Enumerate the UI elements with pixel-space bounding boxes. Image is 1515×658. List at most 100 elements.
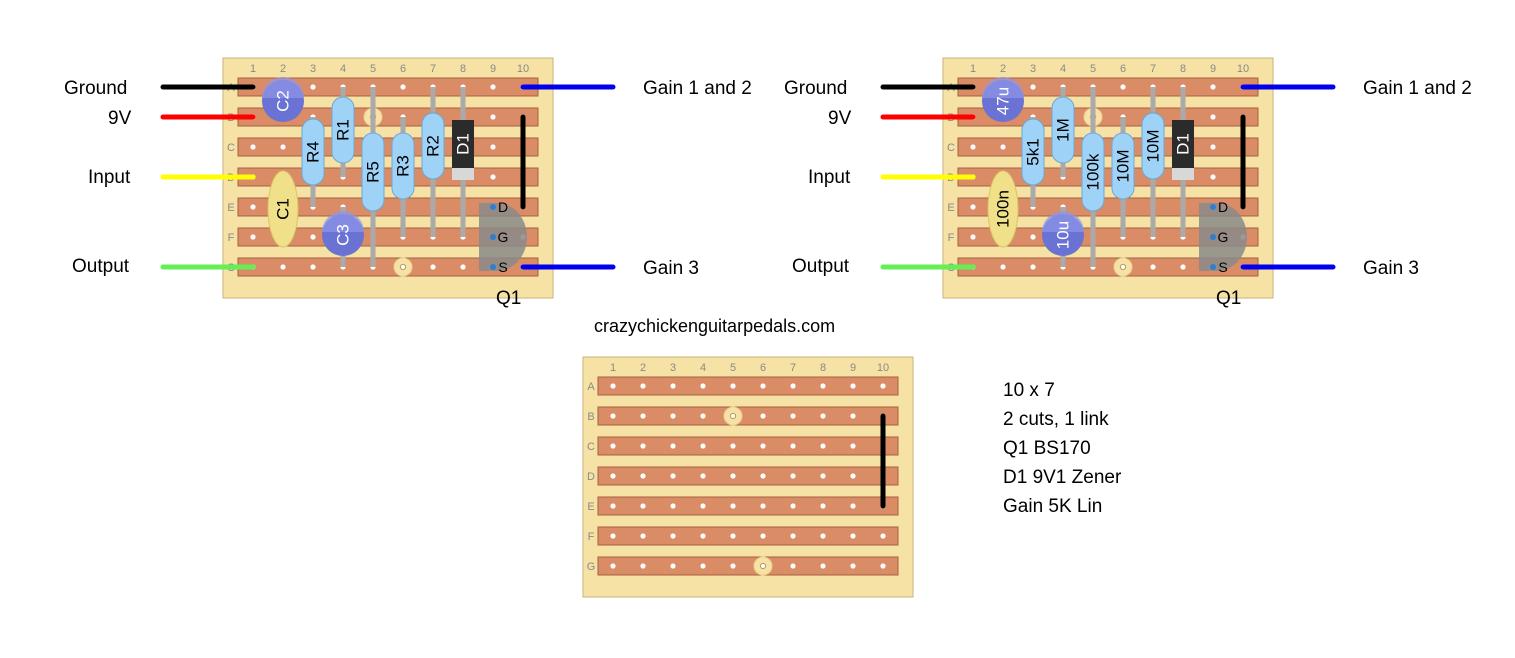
hole bbox=[1000, 264, 1006, 270]
column-number: 8 bbox=[820, 362, 826, 374]
transistor-q1 bbox=[1199, 203, 1247, 271]
resistor-r3 bbox=[1111, 132, 1135, 200]
hole bbox=[610, 383, 616, 389]
hole bbox=[760, 473, 766, 479]
hole bbox=[790, 473, 796, 479]
resistor-label: 10M bbox=[1114, 149, 1133, 182]
column-number: 4 bbox=[340, 63, 346, 75]
hole bbox=[880, 533, 886, 539]
capacitor-stripe bbox=[1042, 211, 1084, 232]
resistor-r3 bbox=[391, 132, 415, 200]
column-number: 4 bbox=[1060, 63, 1066, 75]
label-q1-right: Q1 bbox=[1216, 288, 1242, 309]
hole bbox=[820, 413, 826, 419]
hole bbox=[1210, 114, 1216, 120]
row-letter: G bbox=[587, 561, 596, 573]
diode-d1 bbox=[1172, 120, 1194, 180]
hole bbox=[610, 443, 616, 449]
column-number: 4 bbox=[700, 362, 706, 374]
hole bbox=[430, 264, 436, 270]
hole bbox=[700, 503, 706, 509]
resistor-label: 1M bbox=[1054, 118, 1073, 142]
hole bbox=[310, 234, 316, 240]
hole bbox=[790, 563, 796, 569]
column-number: 2 bbox=[280, 63, 286, 75]
hole bbox=[670, 533, 676, 539]
column-number: 5 bbox=[730, 362, 736, 374]
label-gain3-right: Gain 3 bbox=[1363, 258, 1419, 279]
copper-strip bbox=[597, 496, 899, 516]
resistor-label: R3 bbox=[394, 155, 413, 177]
hole bbox=[640, 503, 646, 509]
column-number: 3 bbox=[670, 362, 676, 374]
hole bbox=[1030, 264, 1036, 270]
column-number: 9 bbox=[1210, 63, 1216, 75]
hole bbox=[820, 563, 826, 569]
hole bbox=[280, 264, 286, 270]
hole bbox=[1150, 264, 1156, 270]
hole bbox=[850, 443, 856, 449]
hole bbox=[820, 533, 826, 539]
hole bbox=[790, 413, 796, 419]
copper-strip bbox=[597, 376, 899, 396]
resistor-r1 bbox=[331, 96, 355, 164]
hole bbox=[730, 473, 736, 479]
column-number: 9 bbox=[490, 63, 496, 75]
row-letter: E bbox=[587, 501, 594, 513]
row-letter: F bbox=[588, 531, 595, 543]
hole bbox=[760, 533, 766, 539]
hole bbox=[700, 473, 706, 479]
transistor-pin bbox=[490, 234, 496, 240]
diode-label: D1 bbox=[454, 133, 473, 155]
column-number: 1 bbox=[250, 63, 256, 75]
hole bbox=[280, 144, 286, 150]
resistor-r2 bbox=[1141, 112, 1165, 180]
note-q1: Q1 BS170 bbox=[1003, 438, 1091, 459]
hole bbox=[730, 563, 736, 569]
hole bbox=[820, 383, 826, 389]
column-number: 1 bbox=[970, 63, 976, 75]
hole bbox=[310, 264, 316, 270]
capacitor-label: 100n bbox=[994, 190, 1013, 228]
hole bbox=[610, 413, 616, 419]
label-gain12-right: Gain 1 and 2 bbox=[1363, 78, 1472, 99]
resistor-r2 bbox=[421, 112, 445, 180]
copper-strip bbox=[597, 556, 899, 576]
hole bbox=[790, 503, 796, 509]
hole bbox=[610, 533, 616, 539]
hole bbox=[820, 443, 826, 449]
hole bbox=[850, 563, 856, 569]
hole bbox=[970, 204, 976, 210]
column-number: 6 bbox=[760, 362, 766, 374]
resistor-label: 5k1 bbox=[1024, 138, 1043, 165]
hole bbox=[610, 473, 616, 479]
transistor-pin bbox=[1210, 204, 1216, 210]
label-output-right: Output bbox=[792, 256, 850, 277]
hole bbox=[640, 413, 646, 419]
column-number: 7 bbox=[790, 362, 796, 374]
capacitor-stripe bbox=[982, 77, 1024, 98]
resistor-r4 bbox=[301, 118, 325, 186]
row-letter: C bbox=[587, 441, 595, 453]
hole bbox=[820, 503, 826, 509]
hole bbox=[460, 264, 466, 270]
hole bbox=[310, 84, 316, 90]
label-gain12-left: Gain 1 and 2 bbox=[643, 78, 752, 99]
capacitor-label: 10u bbox=[1054, 221, 1073, 249]
hole bbox=[670, 563, 676, 569]
hole bbox=[760, 413, 766, 419]
hole bbox=[850, 413, 856, 419]
hole bbox=[490, 114, 496, 120]
hole bbox=[700, 383, 706, 389]
hole bbox=[670, 473, 676, 479]
hole bbox=[640, 383, 646, 389]
hole bbox=[850, 533, 856, 539]
hole bbox=[610, 563, 616, 569]
column-number: 10 bbox=[517, 63, 529, 75]
row-letter: F bbox=[948, 232, 955, 244]
hole bbox=[850, 383, 856, 389]
hole bbox=[760, 503, 766, 509]
copper-strip bbox=[597, 406, 899, 426]
note-size: 10 x 7 bbox=[1003, 380, 1055, 401]
note-d1: D1 9V1 Zener bbox=[1003, 467, 1122, 488]
